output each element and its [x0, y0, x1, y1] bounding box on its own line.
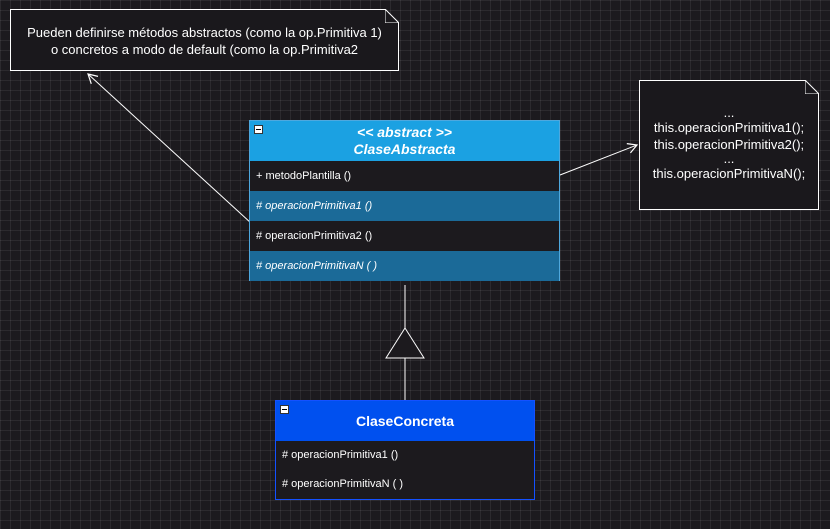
- note-right-line-5: this.operacionPrimitivaN();: [652, 166, 806, 181]
- collapse-icon[interactable]: [280, 405, 289, 414]
- class-concrete-header[interactable]: ClaseConcreta: [276, 401, 534, 441]
- note-right-line-3: this.operacionPrimitiva2();: [653, 137, 805, 152]
- note-right-line-1: ...: [723, 105, 735, 120]
- class-abstract[interactable]: << abstract >> ClaseAbstracta + metodoPl…: [249, 120, 560, 281]
- member-operacion-primitiva-1[interactable]: # operacionPrimitiva1 (): [250, 191, 559, 221]
- class-concrete[interactable]: ClaseConcreta # operacionPrimitiva1 () #…: [275, 400, 535, 500]
- member-operacion-primitiva-n[interactable]: # operacionPrimitivaN ( ): [250, 251, 559, 281]
- note-link-left[interactable]: [87, 73, 276, 246]
- member-metodo-plantilla[interactable]: + metodoPlantilla (): [256, 170, 352, 182]
- note-link-right[interactable]: [559, 143, 639, 176]
- class-concrete-name: ClaseConcreta: [355, 413, 455, 429]
- note-right-fold-icon: [805, 80, 819, 94]
- note-left-line-2: o concretos a modo de default (como la o…: [50, 42, 359, 57]
- note-left-fold-icon: [385, 9, 399, 23]
- member-concrete-operacion-primitiva-n[interactable]: # operacionPrimitivaN ( ): [282, 478, 404, 490]
- class-abstract-name: ClaseAbstracta: [353, 141, 456, 157]
- member-concrete-operacion-primitiva-1[interactable]: # operacionPrimitiva1 (): [282, 449, 399, 461]
- note-right-line-4: ...: [723, 151, 735, 166]
- class-abstract-stereotype: << abstract >>: [357, 124, 452, 140]
- note-right-line-2: this.operacionPrimitiva1();: [653, 120, 805, 135]
- collapse-icon[interactable]: [254, 125, 263, 134]
- note-left[interactable]: Pueden definirse métodos abstractos (com…: [10, 9, 399, 71]
- note-left-line-1: Pueden definirse métodos abstractos (com…: [27, 25, 382, 40]
- note-right[interactable]: ... this.operacionPrimitiva1(); this.ope…: [639, 80, 819, 210]
- member-operacion-primitiva-2[interactable]: # operacionPrimitiva2 (): [256, 230, 373, 242]
- class-abstract-header[interactable]: << abstract >> ClaseAbstracta: [250, 121, 559, 161]
- generalization-triangle[interactable]: [385, 327, 425, 359]
